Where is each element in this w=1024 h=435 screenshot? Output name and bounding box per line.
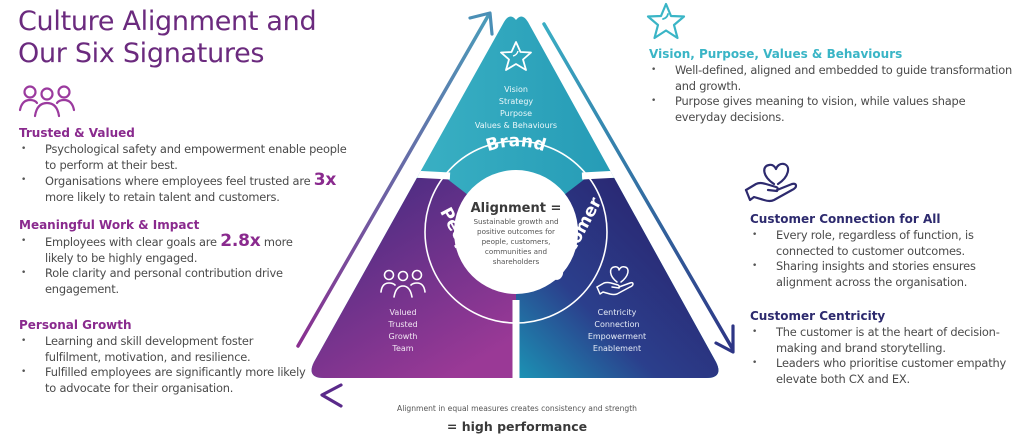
left-arrow-head [468,11,494,36]
people-line: Team [391,344,413,353]
left-arrow-shaft [296,14,490,348]
bullet-item: Purpose gives meaning to vision, while v… [649,94,1019,125]
stat-highlight: 3x [313,170,337,190]
customer-line: Centricity [598,308,637,317]
section-vision-purpose: Vision, Purpose, Values & Behaviours Wel… [649,47,1019,125]
outer-arrows [296,11,735,408]
center-line: communities and [485,247,547,256]
center-line: shareholders [493,257,540,266]
bullet-item: Sharing insights and stories ensures ali… [750,259,1024,290]
people-line: Trusted [387,320,417,329]
people-group-icon [18,85,76,118]
section-customer-connection: Customer Connection for All Every role, … [750,212,1024,290]
brand-line: Values & Behaviours [475,121,557,130]
bottom-caption: Alignment in equal measures creates cons… [397,404,637,413]
section-heading: Customer Connection for All [750,212,941,226]
center-circle [454,170,578,294]
outer-ring [424,140,608,324]
center-line: Sustainable growth and [473,217,558,226]
high-performance-label: = high performance [447,419,587,434]
section-trusted-valued: Trusted & Valued Psychological safety an… [19,126,349,205]
brand-line: Vision [504,85,528,94]
bullet-item: Fulfilled employees are significantly mo… [19,365,309,396]
center-line: positive outcomes for [477,227,555,236]
section-heading: Meaningful Work & Impact [19,218,200,232]
brand-line: Purpose [500,109,532,118]
section-personal-growth: Personal Growth Learning and skill devel… [19,318,309,396]
section-heading: Vision, Purpose, Values & Behaviours [649,47,903,61]
bullet-item: The customer is at the heart of decision… [750,325,1024,356]
brand-star-icon [500,41,532,71]
section-heading: Personal Growth [19,318,132,332]
customer-heart-hand-icon [596,266,634,296]
customer-line: Empowerment [588,332,646,341]
bullet-text: more likely to be highly engaged. [45,235,293,265]
customer-line: Enablement [593,344,641,353]
customer-line: Connection [594,320,639,329]
bullet-item: Well-defined, aligned and embedded to gu… [649,63,1019,94]
people-line: Valued [389,308,416,317]
bullet-text: Fulfilled employees are significantly mo… [45,365,306,395]
bullet-item: Learning and skill development foster fu… [19,334,309,365]
bullet-item: Employees with clear goals are 2.8x more… [19,231,319,266]
brand-line: Strategy [499,97,534,106]
section-heading: Customer Centricity [750,309,886,323]
section-meaningful-work: Meaningful Work & Impact Employees with … [19,218,319,297]
alignment-heading: Alignment = [471,201,562,216]
stat-highlight: 2.8x [220,231,261,251]
bullet-item: Organisations where employees feel trust… [19,170,349,205]
bullet-item: Every role, regardless of function, is c… [750,228,1024,259]
bullet-text: more likely to retain talent and custome… [45,189,280,204]
heart-in-hand-icon [744,162,798,203]
bullet-text: Organisations where employees feel trust… [45,174,314,188]
section-heading: Trusted & Valued [19,126,135,140]
bottom-arrow-head [320,383,343,408]
bullet-item: Role clarity and personal contribution d… [19,266,319,297]
title-line-1: Culture Alignment and [18,6,317,37]
right-arrow-shaft [542,22,734,350]
page-title: Culture Alignment and Our Six Signatures [18,6,317,70]
right-arrow-head [714,324,735,354]
bullet-item: Leaders who prioritise customer empathy … [750,356,1024,387]
people-line: Growth [389,332,418,341]
section-customer-centricity: Customer Centricity The customer is at t… [750,309,1024,387]
center-line: people, customers, [482,237,551,246]
star-icon [646,2,686,40]
title-line-2: Our Six Signatures [18,38,265,69]
bullet-item: Psychological safety and empowerment ena… [19,142,349,173]
people-segment-icon [380,269,426,298]
bullet-text: Psychological safety and empowerment ena… [45,142,347,172]
bullet-text: Role clarity and personal contribution d… [45,266,283,296]
bullet-text: Learning and skill development foster fu… [45,334,254,364]
bullet-text: Employees with clear goals are [45,235,221,249]
